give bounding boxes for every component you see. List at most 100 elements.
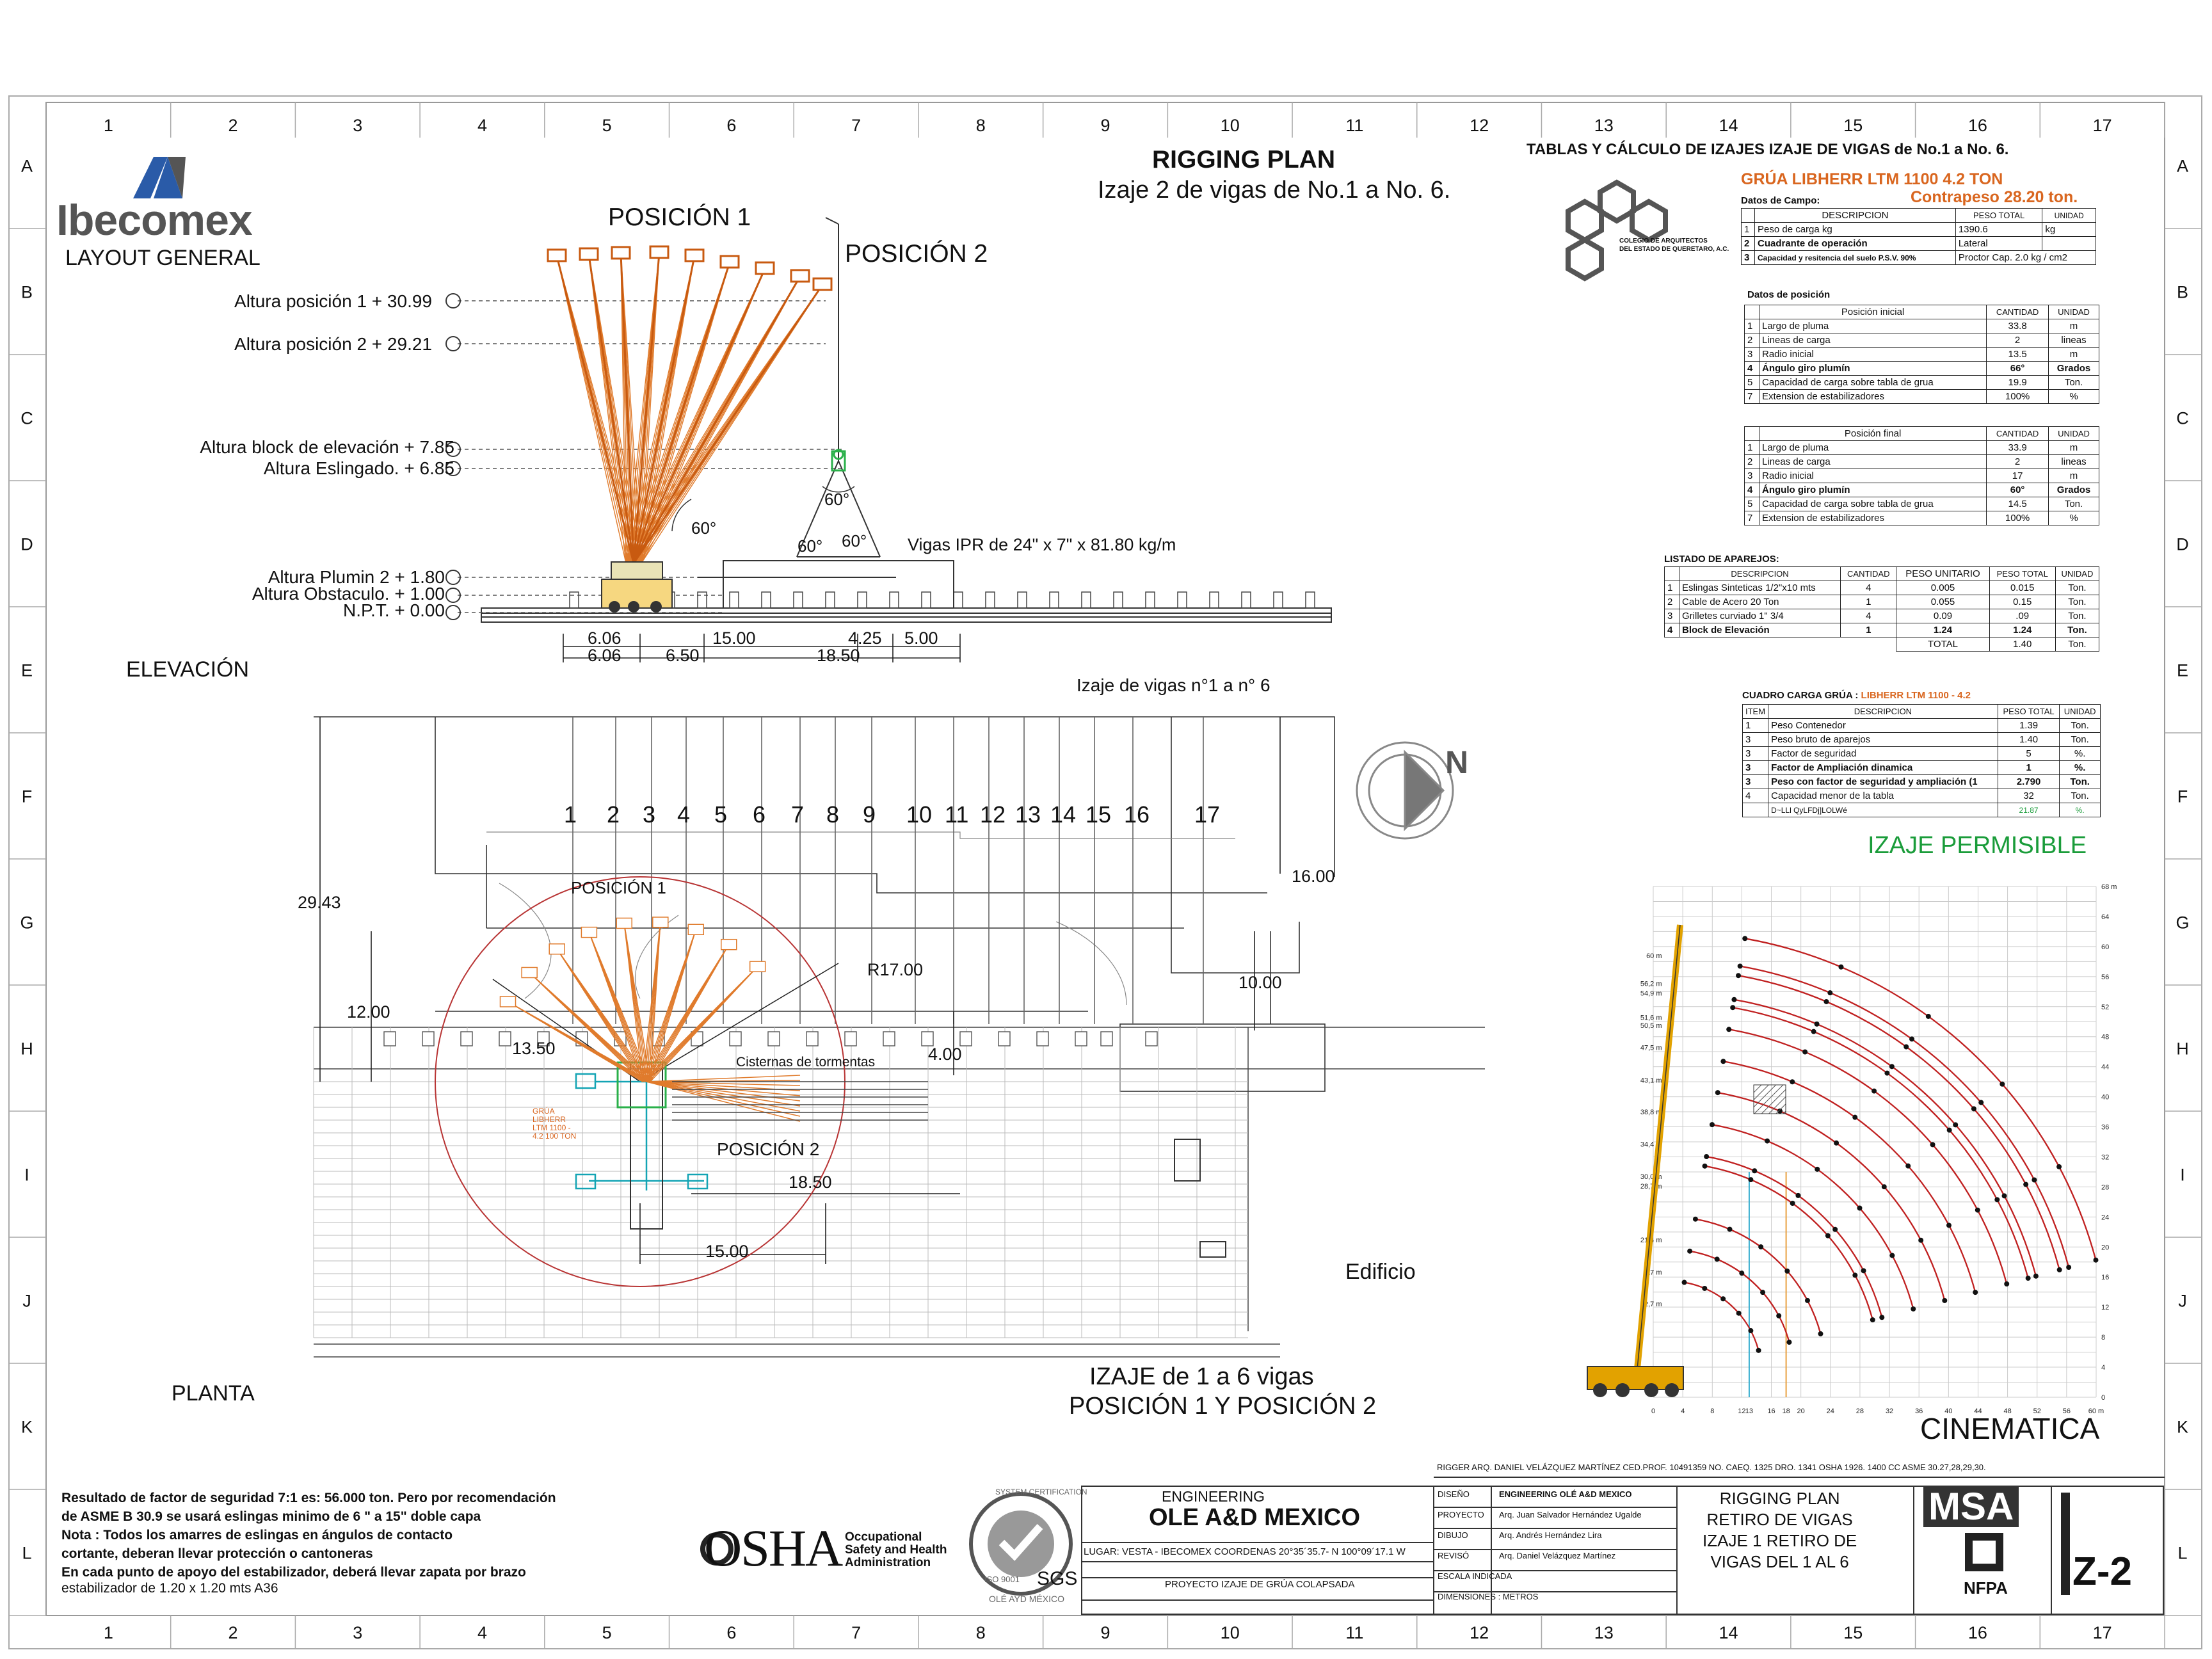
y-tick-label: 48 <box>2101 1034 2109 1041</box>
lugar: LUGAR: VESTA - IBECOMEX COORDENAS 20°35´… <box>1084 1546 1406 1557</box>
table-cell: Peso bruto de aparejos <box>1768 732 1998 747</box>
elev-dim-3: 4.25 <box>848 629 882 648</box>
capacity-point <box>1953 1122 1959 1128</box>
plan-title: RIGGING PLAN <box>1152 146 1336 173</box>
capacity-point <box>1857 1205 1863 1211</box>
capacity-point <box>2033 1273 2039 1279</box>
beam-support <box>985 591 995 609</box>
capacity-point <box>1776 1313 1782 1318</box>
capacity-point <box>2032 1177 2037 1183</box>
boom-arc <box>1689 1250 1790 1343</box>
titleblock-value: Arq. Juan Salvador Hernández Ugalde <box>1499 1510 1642 1519</box>
table-cell: 1.24 <box>1896 623 1990 637</box>
beam-support <box>1049 591 1059 609</box>
column-square <box>883 1031 895 1046</box>
table-cell: Ton. <box>2048 375 2099 390</box>
column-square <box>959 1031 972 1046</box>
plan-boom-head <box>652 917 669 928</box>
capacity-point <box>1818 1331 1823 1336</box>
table-cell: Capacidad menor de la tabla <box>1768 789 1998 803</box>
grid-col-label-bottom: 1 <box>104 1623 113 1642</box>
beam-number: 14 <box>1050 801 1077 828</box>
grid-col-label-bottom: 16 <box>1968 1623 1987 1642</box>
table-cell: Largo de pluma <box>1758 319 1987 333</box>
campo-h-unit: UNIDAD <box>2042 208 2096 223</box>
table-cell: 0.15 <box>1989 595 2056 609</box>
grid-col-label-top: 14 <box>1719 116 1738 135</box>
note-4: cortante, deberan llevar protección o ca… <box>61 1546 373 1561</box>
boom-length-label: 50,5 m <box>1640 1022 1662 1030</box>
table-cell: 17 <box>1986 469 2049 483</box>
beam-number: 9 <box>863 801 876 828</box>
beam-support <box>825 591 835 609</box>
header-cell: CANTIDAD <box>1840 566 1897 581</box>
x-tick-label: 60 m <box>2088 1407 2104 1415</box>
beam-number: 13 <box>1015 801 1041 828</box>
sgs-seal-icon <box>969 1492 1073 1596</box>
table-cell: 0.005 <box>1896 581 1990 595</box>
c: Capacidad y resitencia del suelo P.S.V. … <box>1754 250 1956 265</box>
table-cell: 3 <box>1742 746 1769 761</box>
grid-row-label-left: B <box>21 283 33 302</box>
column-square <box>537 1031 550 1046</box>
crane-plan-label: GRÚA LIBHERR LTM 1100 - 4.2 100 TON <box>533 1107 577 1141</box>
plan-dim-3: 12.00 <box>347 1002 390 1022</box>
elevation-drawing <box>445 217 1332 662</box>
grid-col-label-bottom: 2 <box>228 1623 238 1642</box>
cuadro-label-model: LIBHERR LTM 1100 - 4.2 <box>1861 690 1971 701</box>
bottom-title-1: IZAJE de 1 a 6 vigas <box>1089 1363 1314 1390</box>
boom-length-label: 51,6 m <box>1640 1014 1662 1022</box>
table-cell: Grilletes curviado 1" 3/4 <box>1678 609 1841 623</box>
x-tick-label: 52 <box>2033 1407 2041 1415</box>
column-square <box>998 1031 1011 1046</box>
table-cell: 1.24 <box>1989 623 2056 637</box>
table-cell: 4 <box>1744 361 1759 376</box>
c <box>2042 236 2096 251</box>
column-square <box>460 1031 473 1046</box>
table-cell: lineas <box>2048 454 2099 469</box>
column-square <box>921 1031 934 1046</box>
header-cell: DESCRIPCION <box>1768 704 1998 719</box>
boom-arc <box>1738 975 2060 1270</box>
grid-col-label-bottom: 11 <box>1345 1623 1363 1642</box>
capacity-point <box>1909 1036 1915 1042</box>
boom-line <box>632 268 766 564</box>
boom-arc <box>1684 1281 1759 1351</box>
table-cell: Factor de Ampliación dinamica <box>1768 760 1998 775</box>
elev-dim-5: 6.06 <box>588 646 621 665</box>
table-cell: 2 <box>1664 595 1679 609</box>
beam-support <box>793 591 803 609</box>
note-5: En cada punto de apoyo del estabilizador… <box>61 1565 526 1580</box>
note-3: Nota : Todos los amarres de eslingas en … <box>61 1528 453 1543</box>
table-cell: 0.09 <box>1896 609 1990 623</box>
boom-arc <box>1711 1123 1914 1310</box>
table-cell: 3 <box>1664 609 1679 623</box>
grid-col-label-top: 16 <box>1968 116 1987 135</box>
capacity-point <box>1870 1317 1875 1323</box>
table-cell: 60° <box>1986 483 2049 497</box>
pos2-sling-line <box>646 1081 801 1102</box>
beam-support <box>569 591 579 609</box>
header-cell: CANTIDAD <box>1986 305 2049 319</box>
column-square <box>767 1031 780 1046</box>
capacity-point <box>1765 1138 1770 1144</box>
capacity-point <box>1790 1201 1795 1206</box>
college-text: COLEGIO DE ARQUITECTOS DEL ESTADO DE QUE… <box>1619 237 1729 253</box>
capacity-point <box>1946 1222 1952 1228</box>
boom-arc <box>1706 1155 1883 1318</box>
capacity-point <box>2025 1276 2031 1281</box>
column-square <box>1100 1031 1113 1046</box>
plan-dim-7: 4.00 <box>928 1045 962 1064</box>
grid-row-label-right: E <box>2177 661 2188 680</box>
capacity-point <box>1978 1100 1984 1105</box>
boom-arc <box>1704 1165 1873 1320</box>
y-tick-label: 56 <box>2101 974 2109 981</box>
table-cell: m <box>2048 440 2099 455</box>
table-cell: 5 <box>1744 497 1759 511</box>
table-cell: 7 <box>1744 511 1759 525</box>
